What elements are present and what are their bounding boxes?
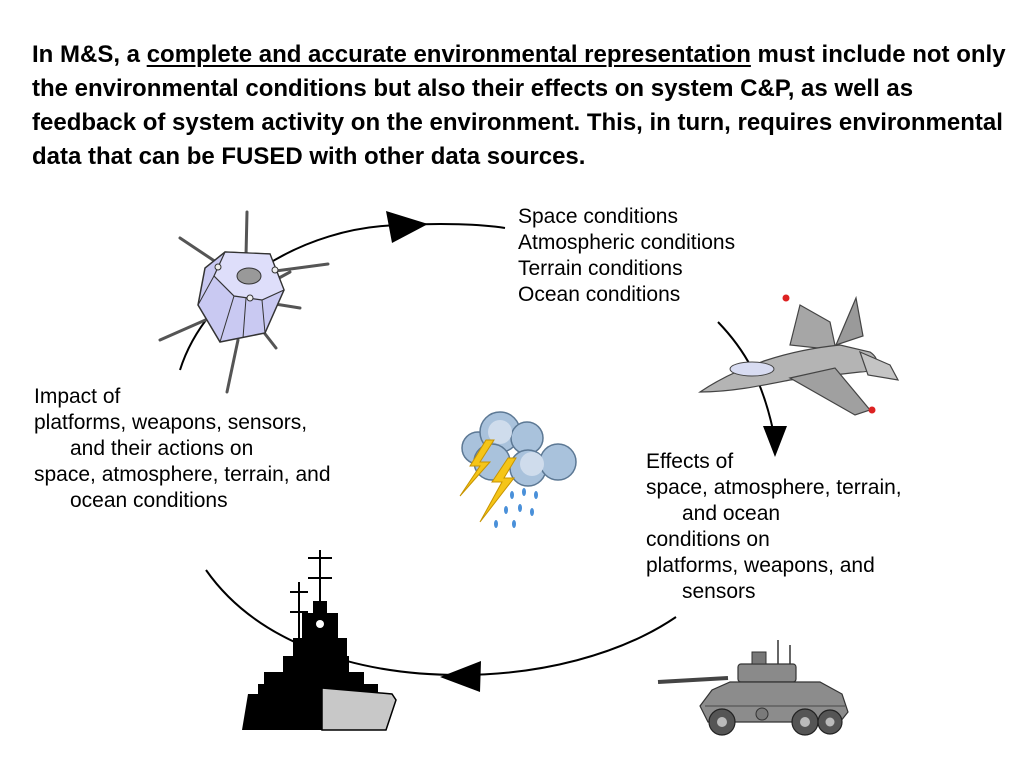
- condition-space: Space conditions: [518, 205, 678, 228]
- intro-lead: In M&S, a: [32, 41, 147, 68]
- impact-line: space, atmosphere, terrain, and: [34, 463, 331, 486]
- intro-emphasis: complete and accurate environmental repr…: [146, 41, 751, 68]
- effects-line: conditions on: [646, 528, 770, 551]
- fighter-jet-icon: [698, 294, 900, 416]
- effects-label: Effects of space, atmosphere, terrain, a…: [646, 449, 902, 605]
- effects-line: and ocean: [682, 502, 781, 525]
- impact-line: ocean conditions: [70, 489, 228, 512]
- arrowhead-top: [386, 211, 428, 243]
- effects-line: sensors: [682, 580, 756, 603]
- condition-atmospheric: Atmospheric conditions: [518, 231, 736, 254]
- impact-line: Impact of: [34, 385, 121, 408]
- arrowhead-bottom: [440, 661, 481, 692]
- impact-line: platforms, weapons, sensors,: [34, 411, 308, 434]
- satellite-icon: [158, 210, 330, 394]
- battleship-icon: [242, 550, 397, 731]
- effects-line: Effects of: [646, 450, 734, 473]
- condition-terrain: Terrain conditions: [518, 257, 683, 280]
- armored-vehicle-icon: [657, 640, 849, 736]
- arrowhead-right: [763, 426, 787, 457]
- cycle-arrowheads: [386, 211, 787, 692]
- effects-line: space, atmosphere, terrain,: [646, 476, 902, 499]
- impact-label: Impact of platforms, weapons, sensors, a…: [34, 384, 331, 514]
- intro-rest: must include not only the environmental …: [32, 41, 1006, 170]
- storm-cloud-icon: [459, 411, 577, 528]
- conditions-list: Space conditions Atmospheric conditions …: [518, 204, 735, 308]
- impact-line: and their actions on: [70, 437, 254, 460]
- condition-ocean: Ocean conditions: [518, 283, 681, 306]
- arc-bottom: [205, 569, 677, 677]
- effects-line: platforms, weapons, and: [646, 554, 875, 577]
- intro-statement: In M&S, a complete and accurate environm…: [32, 38, 1007, 174]
